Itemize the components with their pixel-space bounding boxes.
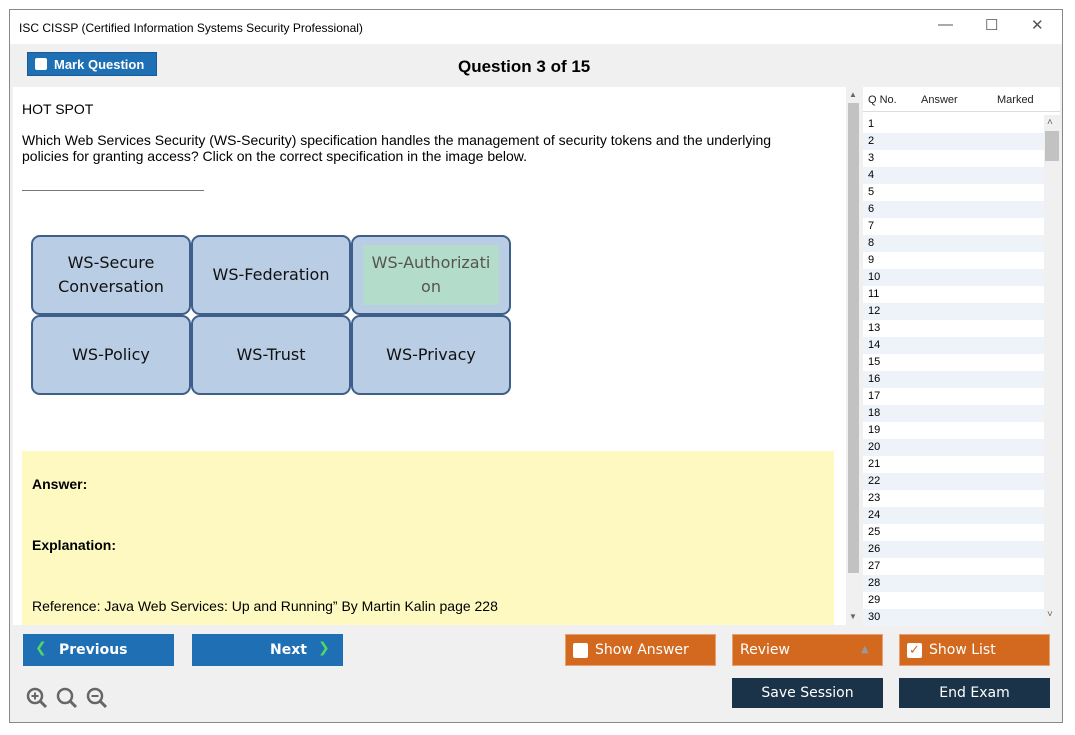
- hotspot-ws-privacy[interactable]: WS-Privacy: [351, 315, 511, 395]
- question-text-2: policies for granting access? Click on t…: [22, 148, 528, 164]
- question-text-1: Which Web Services Security (WS-Security…: [22, 132, 772, 148]
- review-dropdown[interactable]: Review ▲: [732, 634, 883, 666]
- review-label: Review: [740, 642, 790, 658]
- scroll-up-icon[interactable]: ▲: [849, 90, 857, 99]
- hotspot-ws-secure-conversation[interactable]: WS-Secure Conversation: [31, 235, 191, 315]
- list-item[interactable]: 7: [868, 220, 875, 232]
- list-item[interactable]: 16: [863, 371, 1044, 388]
- list-item[interactable]: 28: [863, 575, 1044, 592]
- previous-button[interactable]: ❮ Previous: [23, 634, 174, 666]
- content-scrollbar[interactable]: ▲ ▼: [846, 87, 861, 625]
- hotspot-label: WS-Trust: [236, 345, 306, 364]
- list-item[interactable]: 6: [863, 201, 1044, 218]
- show-answer-label: Show Answer: [595, 642, 689, 658]
- mark-question-button[interactable]: Mark Question: [27, 52, 157, 76]
- selected-highlight: WS-Authorization: [363, 245, 499, 305]
- list-item[interactable]: 8: [863, 235, 1044, 252]
- hotspot-ws-trust[interactable]: WS-Trust: [191, 315, 351, 395]
- list-item[interactable]: 23: [868, 492, 881, 504]
- hotspot-ws-policy[interactable]: WS-Policy: [31, 315, 191, 395]
- list-item[interactable]: 13: [868, 322, 881, 334]
- list-item[interactable]: 5: [868, 186, 875, 198]
- hotspot-label: WS-Secure Conversation: [58, 253, 164, 296]
- list-item[interactable]: 24: [863, 507, 1044, 524]
- hotspot-label: WS-Authorization: [371, 253, 491, 296]
- list-scroll-up-icon[interactable]: ˄: [1047, 117, 1053, 128]
- list-item[interactable]: 10: [863, 269, 1044, 286]
- list-item[interactable]: 17: [868, 390, 881, 402]
- hotspot-ws-federation[interactable]: WS-Federation: [191, 235, 351, 315]
- end-exam-button[interactable]: End Exam: [899, 678, 1050, 708]
- mark-checkbox[interactable]: [35, 58, 47, 70]
- question-counter: Question 3 of 15: [458, 57, 591, 76]
- header-marked[interactable]: Marked: [997, 94, 1034, 106]
- list-item[interactable]: 3: [868, 152, 875, 164]
- scroll-down-icon[interactable]: ▼: [849, 612, 857, 621]
- answer-label: Answer:: [32, 476, 88, 492]
- list-item[interactable]: 9: [868, 254, 875, 266]
- caret-up-icon: ▲: [861, 644, 869, 655]
- list-item[interactable]: 2: [863, 133, 1044, 150]
- zoom-in-icon[interactable]: [26, 687, 48, 715]
- previous-label: Previous: [59, 642, 128, 658]
- hotspot-label: WS-Federation: [212, 265, 330, 284]
- list-item[interactable]: 20: [863, 439, 1044, 456]
- maximize-button[interactable]: ☐: [985, 17, 999, 34]
- list-item[interactable]: 14: [863, 337, 1044, 354]
- list-item[interactable]: 26: [863, 541, 1044, 558]
- list-item[interactable]: 11: [868, 288, 880, 300]
- question-type: HOT SPOT: [22, 101, 94, 117]
- header-answer[interactable]: Answer: [921, 94, 958, 106]
- next-label: Next: [270, 642, 307, 658]
- list-item[interactable]: 4: [863, 167, 1044, 184]
- next-button[interactable]: Next ❯: [192, 634, 343, 666]
- show-list-label: Show List: [929, 642, 996, 658]
- app-window: ISC CISSP (Certified Information Systems…: [9, 9, 1063, 723]
- list-item[interactable]: 22: [863, 473, 1044, 490]
- list-scrollbar[interactable]: ˄ ˅: [1044, 115, 1060, 625]
- hotspot-ws-authorization[interactable]: WS-Authorization: [351, 235, 511, 315]
- zoom-reset-icon[interactable]: [56, 687, 78, 715]
- show-answer-checkbox[interactable]: [573, 643, 588, 658]
- title-bar: ISC CISSP (Certified Information Systems…: [10, 10, 1062, 44]
- header-qno[interactable]: Q No.: [868, 94, 897, 106]
- list-item[interactable]: 25: [868, 526, 881, 538]
- list-scroll-down-icon[interactable]: ˅: [1047, 609, 1053, 620]
- list-item[interactable]: 19: [868, 424, 881, 436]
- hotspot-label: WS-Policy: [72, 345, 150, 364]
- mark-question-label: Mark Question: [54, 57, 145, 72]
- answer-panel: Answer: Explanation: Reference: Java Web…: [22, 451, 834, 625]
- divider: [22, 190, 204, 191]
- list-item[interactable]: 30: [863, 609, 1044, 626]
- list-scroll-thumb[interactable]: [1045, 131, 1059, 161]
- save-session-button[interactable]: Save Session: [732, 678, 883, 708]
- show-list-checkbox-checked-icon[interactable]: ✓: [907, 643, 922, 658]
- list-item[interactable]: 27: [868, 560, 881, 572]
- explanation-label: Explanation:: [32, 537, 117, 553]
- window-title: ISC CISSP (Certified Information Systems…: [19, 21, 363, 35]
- hotspot-label: WS-Privacy: [386, 345, 476, 364]
- show-answer-button[interactable]: Show Answer: [565, 634, 716, 666]
- reference-text: Reference: Java Web Services: Up and Run…: [32, 598, 498, 614]
- list-item[interactable]: 18: [863, 405, 1044, 422]
- list-item[interactable]: 15: [868, 356, 881, 368]
- list-item[interactable]: 21: [868, 458, 881, 470]
- list-item[interactable]: 29: [868, 594, 881, 606]
- close-button[interactable]: ✕: [1031, 17, 1044, 34]
- list-item[interactable]: 1: [868, 118, 875, 130]
- list-item[interactable]: 12: [863, 303, 1044, 320]
- scroll-thumb[interactable]: [848, 103, 859, 573]
- chevron-right-icon: ❯: [318, 640, 330, 656]
- zoom-out-icon[interactable]: [86, 687, 108, 715]
- question-panel: HOT SPOT Which Web Services Security (WS…: [13, 87, 846, 625]
- chevron-left-icon: ❮: [35, 640, 47, 656]
- minimize-button[interactable]: —: [938, 16, 953, 33]
- list-header: Q No. Answer Marked: [863, 87, 1060, 112]
- show-list-button[interactable]: ✓ Show List: [899, 634, 1050, 666]
